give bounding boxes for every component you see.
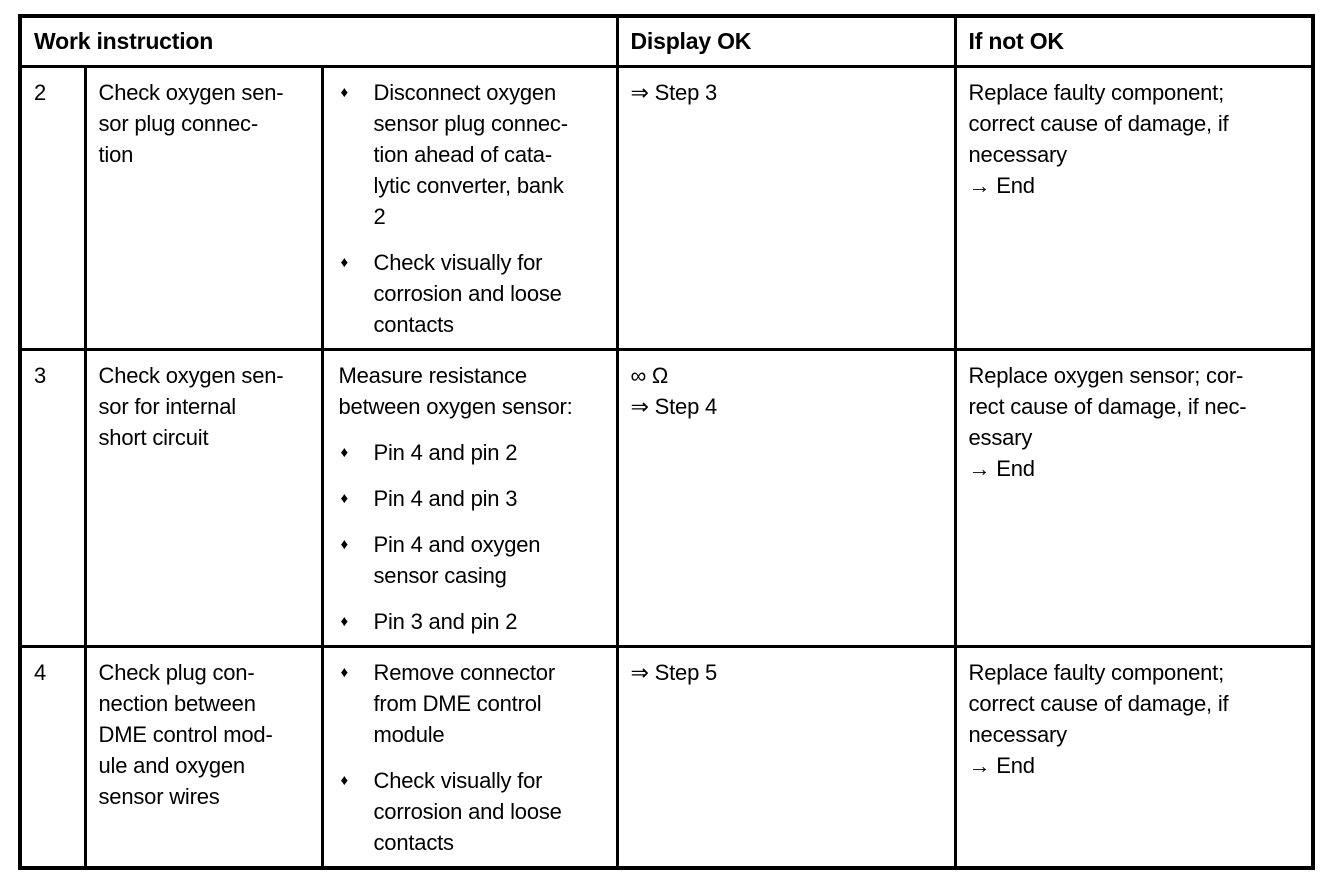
details-cell: ♦ Disconnect oxygen sensor plug connec- … [320, 64, 619, 351]
bullet-text: Pin 4 and pin 3 [373, 485, 518, 511]
step-number: 2 [34, 79, 47, 105]
display-ok-cell: ∞ Ω ⇒ Step 4 [615, 347, 957, 648]
details-cell: Measure resistance between oxygen sensor… [320, 347, 619, 648]
diamond-bullet-icon: ♦ [340, 663, 349, 681]
bullet-text: Check visually for corrosion and loose c… [373, 249, 562, 337]
header-display-ok: Display OK [615, 14, 957, 68]
if-not-ok-text: Replace faulty component; correct cause … [968, 79, 1229, 198]
task-cell: Check plug con- nection between DME cont… [83, 644, 324, 869]
display-ok-text: ⇒ Step 5 [630, 659, 718, 685]
details-cell: ♦ Remove connector from DME control modu… [320, 644, 619, 869]
step-number: 4 [34, 659, 47, 685]
table-row: 2 Check oxygen sen- sor plug connec- tio… [18, 64, 1315, 351]
diamond-bullet-icon: ♦ [340, 253, 349, 271]
task-cell: Check oxygen sen- sor plug connec- tion [83, 64, 324, 351]
diamond-bullet-icon: ♦ [340, 83, 349, 101]
task-text: Check oxygen sen- sor plug connec- tion [98, 79, 284, 167]
step-number-cell: 4 [18, 644, 87, 869]
bullet-text: Check visually for corrosion and loose c… [373, 767, 562, 855]
bullet-item: ♦ Check visually for corrosion and loose… [339, 247, 608, 340]
display-ok-cell: ⇒ Step 3 [615, 64, 957, 351]
bullet-list: ♦ Remove connector from DME control modu… [339, 657, 608, 858]
diamond-bullet-icon: ♦ [340, 771, 349, 789]
step-number-cell: 3 [18, 347, 87, 648]
step-number: 3 [34, 362, 47, 388]
if-not-ok-text: Replace faulty component; correct cause … [968, 659, 1229, 778]
details-intro: Measure resistance between oxygen sensor… [338, 362, 573, 419]
table-row: 3 Check oxygen sen- sor for internal sho… [18, 347, 1315, 648]
bullet-item: ♦ Disconnect oxygen sensor plug connec- … [339, 77, 608, 232]
bullet-text: Pin 3 and pin 2 [373, 608, 518, 634]
if-not-ok-cell: Replace faulty component; correct cause … [953, 64, 1315, 351]
table-body: 2 Check oxygen sen- sor plug connec- tio… [18, 64, 1315, 869]
bullet-item: ♦ Remove connector from DME control modu… [339, 657, 608, 750]
header-if-not-ok: If not OK [953, 14, 1315, 68]
header-row: Work instruction Display OK If not OK [18, 14, 1315, 68]
bullet-item: ♦ Pin 3 and pin 2 [339, 606, 608, 637]
header-work-instruction: Work instruction [18, 14, 619, 68]
diamond-bullet-icon: ♦ [340, 535, 349, 553]
diamond-bullet-icon: ♦ [340, 612, 349, 630]
display-ok-text: ∞ Ω ⇒ Step 4 [630, 362, 718, 419]
bullet-text: Pin 4 and pin 2 [373, 439, 518, 465]
display-ok-cell: ⇒ Step 5 [615, 644, 957, 869]
table-row: 4 Check plug con- nection between DME co… [18, 644, 1315, 869]
diamond-bullet-icon: ♦ [340, 443, 349, 461]
if-not-ok-text: Replace oxygen sensor; cor- rect cause o… [968, 362, 1247, 481]
bullet-item: ♦ Pin 4 and oxygen sensor casing [339, 529, 608, 591]
diamond-bullet-icon: ♦ [340, 489, 349, 507]
bullet-text: Remove connector from DME control module [373, 659, 556, 747]
if-not-ok-cell: Replace oxygen sensor; cor- rect cause o… [953, 347, 1315, 648]
bullet-list: ♦ Pin 4 and pin 2 ♦ Pin 4 and pin 3 ♦ Pi… [339, 437, 608, 637]
bullet-item: ♦ Check visually for corrosion and loose… [339, 765, 608, 858]
task-cell: Check oxygen sen- sor for internal short… [83, 347, 324, 648]
work-instruction-table: Work instruction Display OK If not OK 2 … [18, 14, 1316, 870]
step-number-cell: 2 [18, 64, 87, 351]
task-text: Check plug con- nection between DME cont… [98, 659, 273, 809]
bullet-list: ♦ Disconnect oxygen sensor plug connec- … [339, 77, 608, 340]
bullet-item: ♦ Pin 4 and pin 2 [339, 437, 608, 468]
bullet-text: Disconnect oxygen sensor plug connec- ti… [373, 79, 569, 229]
bullet-text: Pin 4 and oxygen sensor casing [373, 531, 541, 588]
if-not-ok-cell: Replace faulty component; correct cause … [953, 644, 1315, 869]
bullet-item: ♦ Pin 4 and pin 3 [339, 483, 608, 514]
task-text: Check oxygen sen- sor for internal short… [98, 362, 284, 450]
display-ok-text: ⇒ Step 3 [630, 79, 718, 105]
